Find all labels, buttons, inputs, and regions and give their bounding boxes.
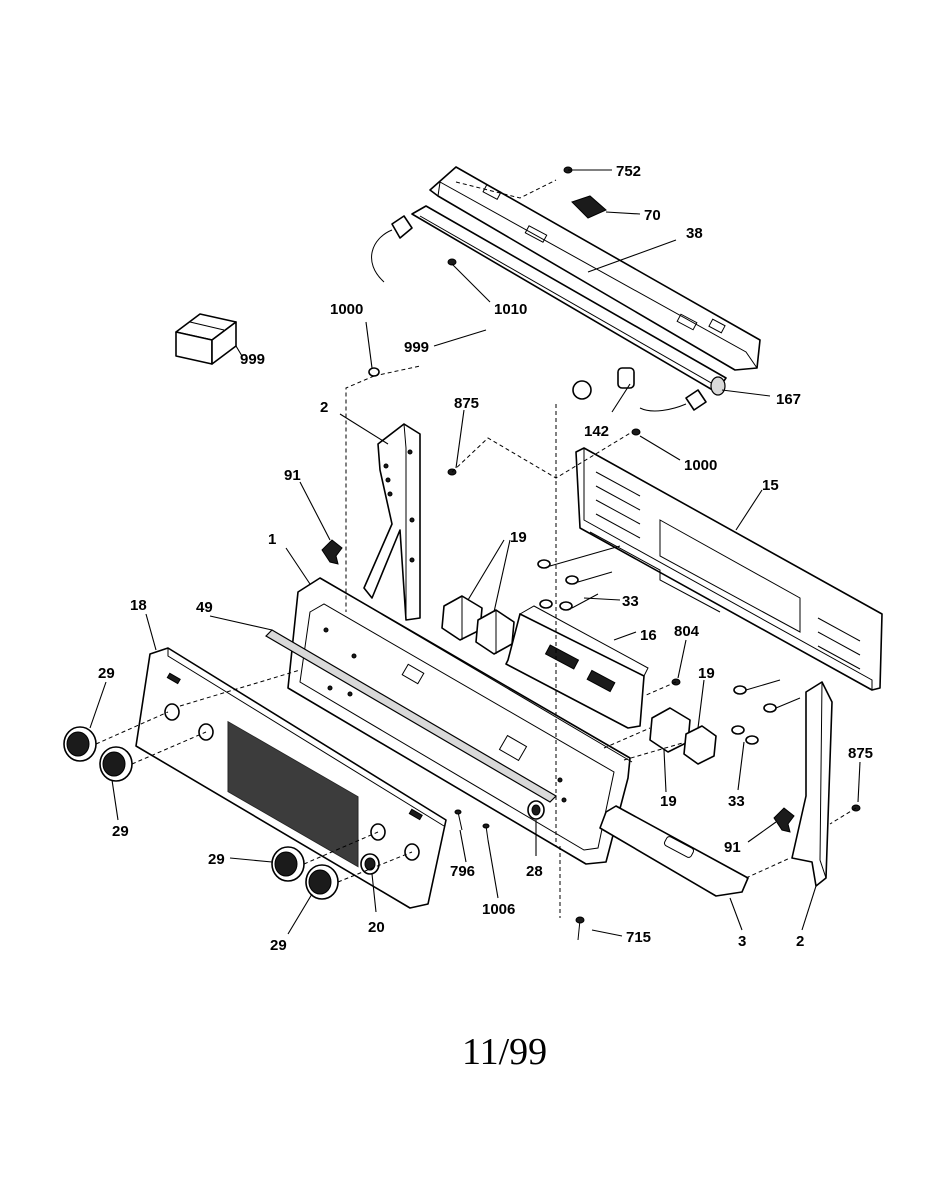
callout-91-right: 91 [724, 839, 741, 856]
screws-796-1006 [454, 809, 490, 841]
back-panel-15 [575, 447, 883, 691]
callout-33-bottom: 33 [728, 793, 745, 810]
callout-1: 1 [268, 531, 276, 548]
callout-18: 18 [130, 597, 147, 614]
starter-142 [572, 367, 635, 400]
knob-29-d [305, 864, 339, 900]
callout-167: 167 [776, 391, 801, 408]
callout-3: 3 [738, 933, 746, 950]
screw-752 [563, 166, 580, 174]
bezel-28 [527, 800, 545, 820]
callout-19-top: 19 [510, 529, 527, 546]
clip-70 [571, 195, 607, 219]
knob-29-b [99, 746, 133, 782]
switch-19-d [683, 725, 717, 765]
callout-33-top: 33 [622, 593, 639, 610]
screw-1000-right [631, 428, 641, 436]
screw-715 [575, 916, 585, 941]
callout-804: 804 [674, 623, 700, 640]
callout-19-bottom: 19 [660, 793, 677, 810]
callout-38: 38 [686, 225, 703, 242]
light-fixture-housing [429, 166, 761, 371]
footer-date-code: 11/99 [462, 1031, 547, 1073]
callout-875-right: 875 [848, 745, 873, 762]
side-bracket-right [791, 681, 833, 887]
parts-box-999 [175, 313, 237, 365]
callout-70: 70 [644, 207, 661, 224]
callout-2-left: 2 [320, 399, 328, 416]
fluorescent-tube [411, 205, 727, 396]
terminals-33-top [537, 545, 621, 611]
knob-29-a [63, 726, 97, 762]
callout-28: 28 [526, 863, 543, 880]
callout-29-d: 29 [270, 937, 287, 954]
callout-20: 20 [368, 919, 385, 936]
callout-999-top: 999 [404, 339, 429, 356]
callout-labels: 752 70 38 1010 999 999 1000 167 142 1000… [98, 163, 873, 954]
callout-49: 49 [196, 599, 213, 616]
bottom-trim-3 [599, 805, 749, 897]
latch-91-right [773, 807, 795, 833]
callout-875-left: 875 [454, 395, 479, 412]
callout-15: 15 [762, 477, 779, 494]
latch-91-left [321, 539, 343, 565]
callout-1000-left: 1000 [330, 301, 363, 318]
callout-29-a: 29 [98, 665, 115, 682]
callout-16: 16 [640, 627, 657, 644]
screw-1010 [447, 258, 457, 266]
terminals-33-bottom [731, 679, 801, 745]
callout-91-left: 91 [284, 467, 301, 484]
lamp-holder-left [371, 215, 413, 283]
callout-715: 715 [626, 929, 651, 946]
callout-752: 752 [616, 163, 641, 180]
callout-796: 796 [450, 863, 475, 880]
knob-29-c [271, 846, 305, 882]
side-bracket-left [363, 423, 421, 621]
callout-142: 142 [584, 423, 609, 440]
callout-999-box: 999 [240, 351, 265, 368]
callout-1010: 1010 [494, 301, 527, 318]
leader-lines [89, 169, 861, 937]
bezel-20 [360, 853, 380, 875]
electronic-control-16 [505, 605, 649, 729]
face-panel-18 [135, 647, 447, 909]
callout-29-b: 29 [112, 823, 129, 840]
alignment-lines [95, 179, 857, 918]
callout-2-right: 2 [796, 933, 804, 950]
callout-29-c: 29 [208, 851, 225, 868]
switch-19-c [649, 707, 691, 753]
callout-1006: 1006 [482, 901, 515, 918]
callout-1000-right: 1000 [684, 457, 717, 474]
callout-19-right: 19 [698, 665, 715, 682]
lamp-holder-right [639, 389, 707, 412]
